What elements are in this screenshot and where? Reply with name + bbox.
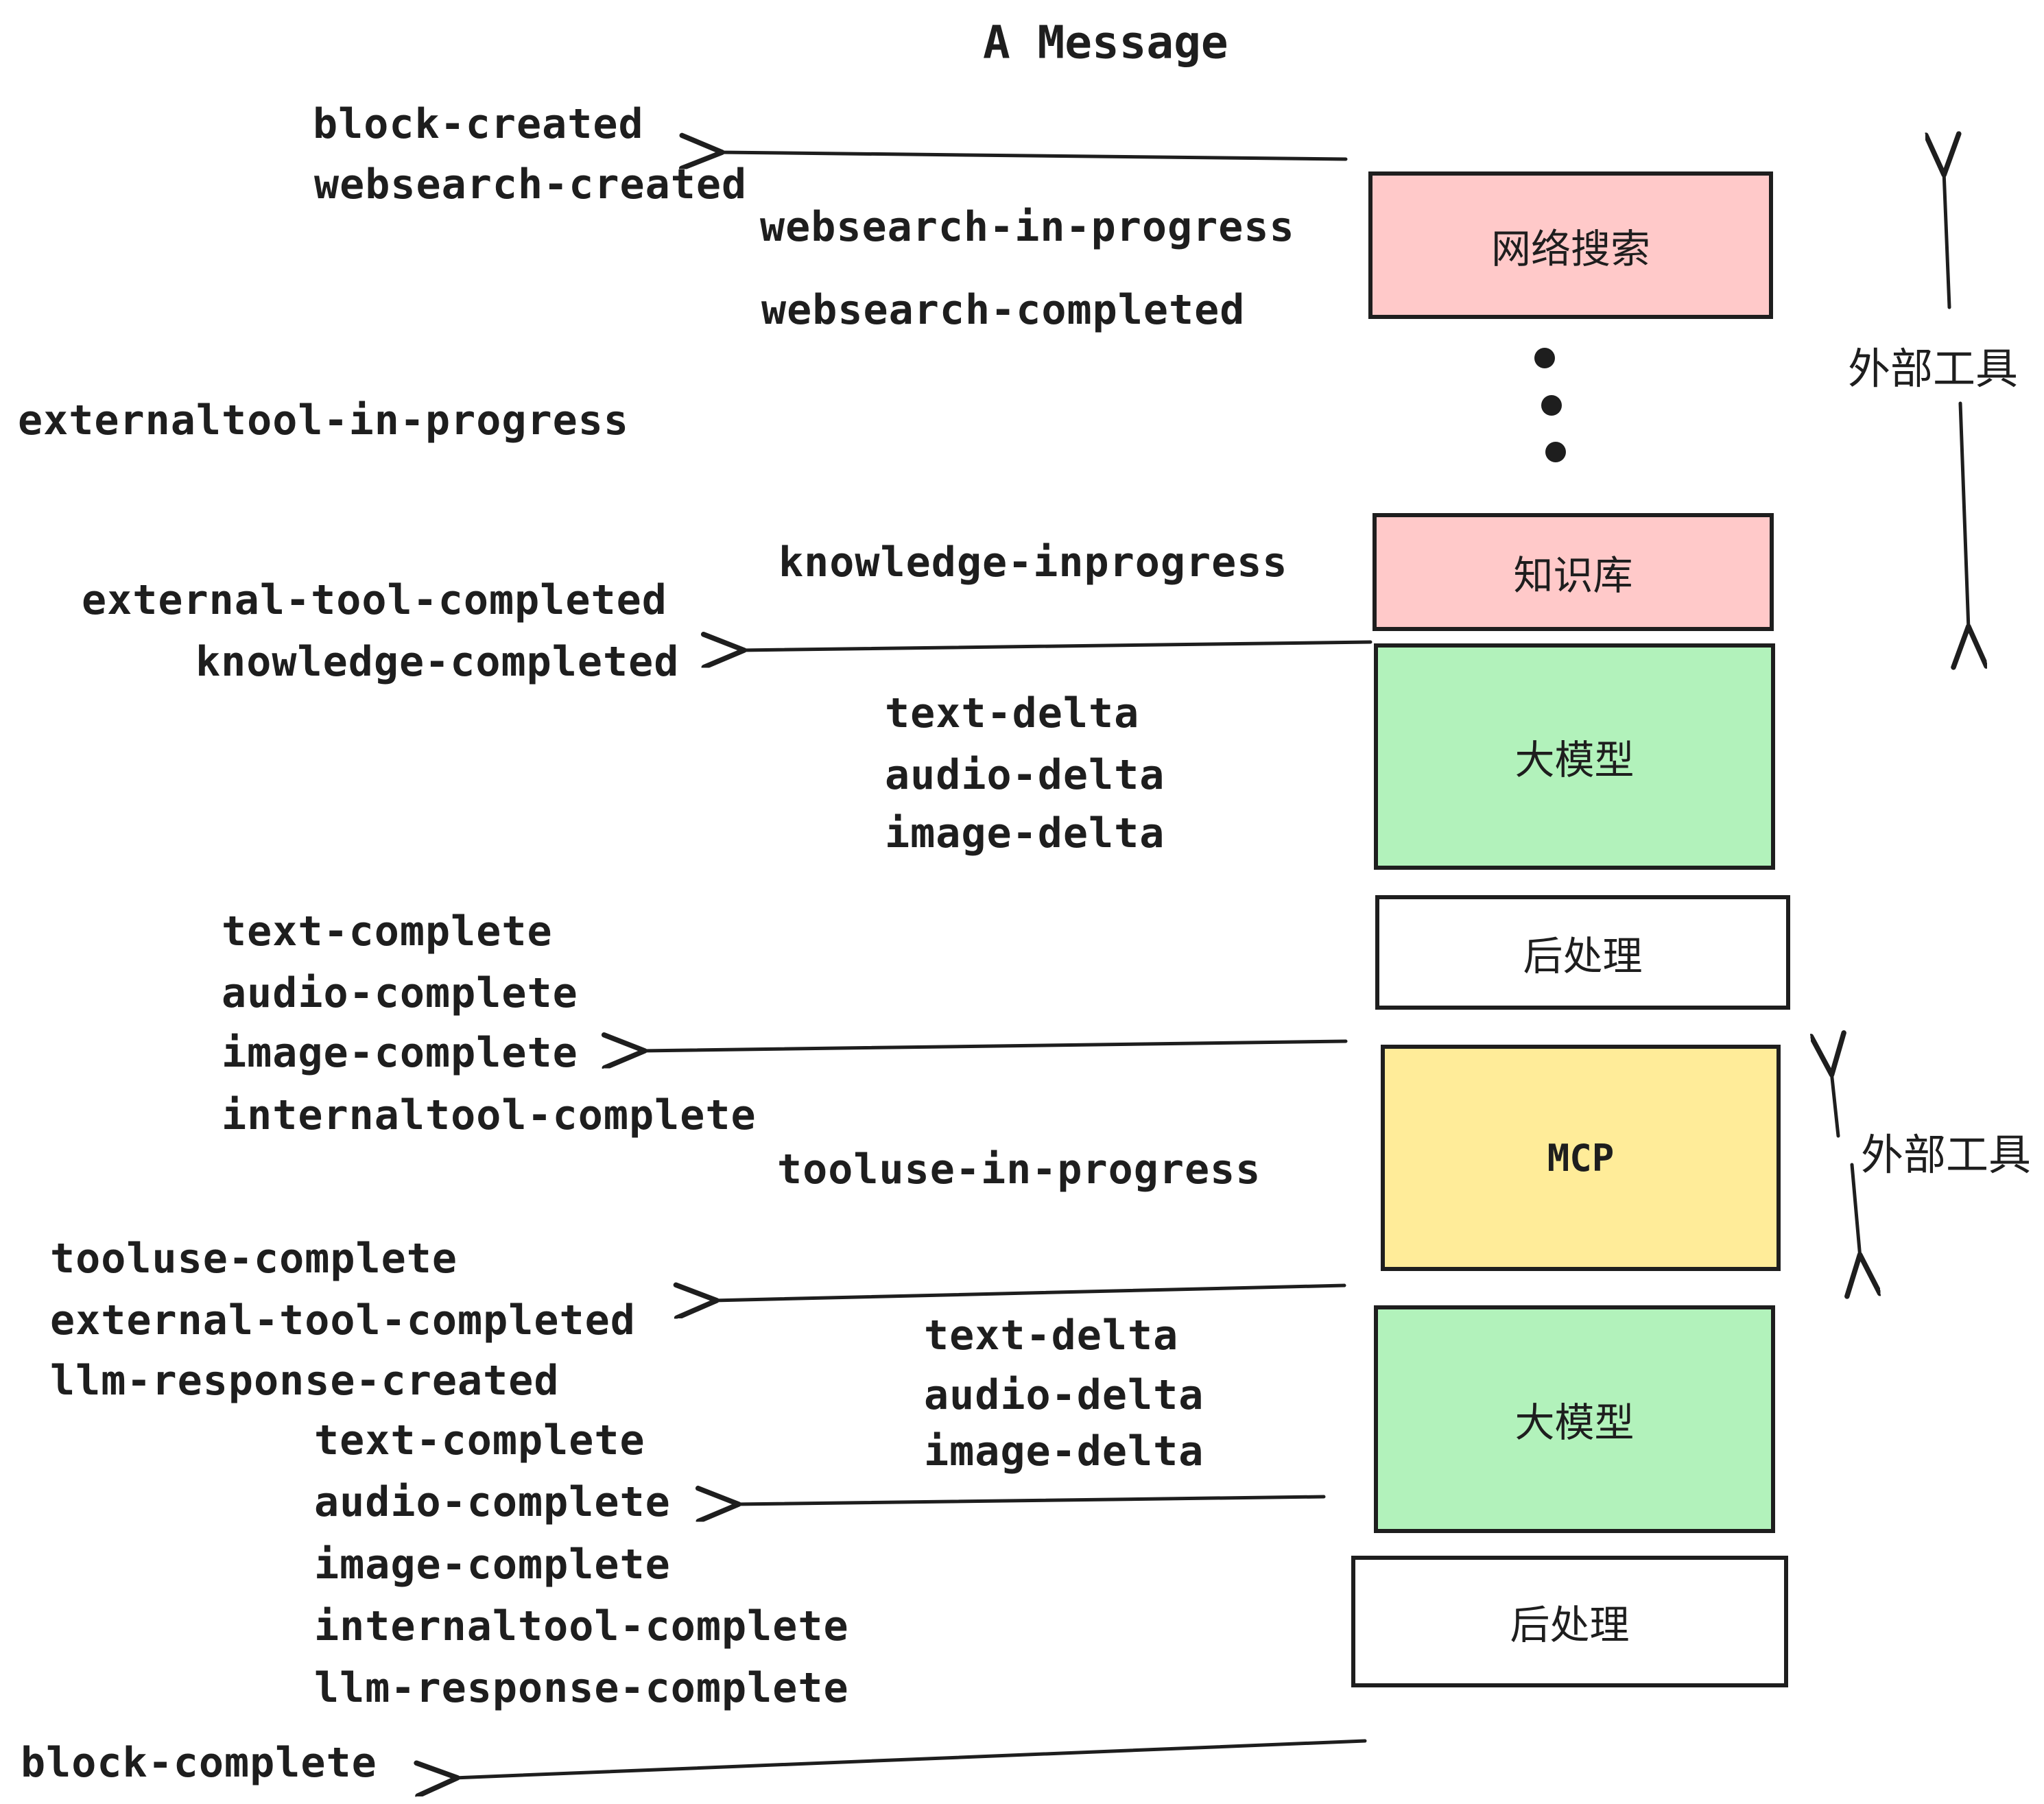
event-label-knowledge-completed: knowledge-completed: [195, 638, 680, 686]
box-websearch: 网络搜索: [1368, 171, 1773, 319]
arrow-external-tools-1-down: [1960, 401, 1969, 630]
box-llm-2: 大模型: [1374, 1305, 1775, 1533]
ellipsis-dots: [1534, 348, 1566, 462]
box-postprocess-2: 后处理: [1351, 1556, 1788, 1687]
event-label-tooluse-in-progress: tooluse-in-progress: [777, 1146, 1261, 1194]
arrow-external-tools-2-down: [1852, 1163, 1860, 1258]
event-label-image-complete-2: image-complete: [314, 1541, 671, 1589]
box-llm-1: 大模型: [1374, 643, 1775, 870]
arrow-llm-to-knowledge-completed: [741, 642, 1372, 650]
box-postprocess-1: 后处理: [1375, 895, 1790, 1010]
side-label-external-tools-2: 外部工具: [1861, 1132, 2032, 1179]
event-label-llm-response-complete: llm-response-complete: [314, 1664, 849, 1712]
arrow-mcp-to-tooluse-complete: [713, 1285, 1346, 1301]
event-label-audio-delta-2: audio-delta: [924, 1371, 1204, 1419]
arrow-llm2-to-audio-complete: [735, 1497, 1326, 1504]
event-label-external-tool-completed-2: external-tool-completed: [50, 1296, 636, 1344]
arrow-postprocess2-to-block-complete: [454, 1739, 1367, 1778]
event-label-audio-complete-1: audio-complete: [222, 969, 578, 1017]
event-label-audio-delta-1: audio-delta: [885, 751, 1165, 799]
event-label-text-complete-1: text-complete: [222, 907, 553, 956]
event-label-image-complete-1: image-complete: [222, 1029, 578, 1077]
event-label-internaltool-complete-2: internaltool-complete: [314, 1602, 849, 1650]
event-label-tooluse-complete: tooluse-complete: [50, 1235, 457, 1283]
event-label-text-delta-2: text-delta: [924, 1312, 1179, 1360]
event-label-block-created: block-created: [313, 100, 644, 148]
event-label-image-delta-2: image-delta: [924, 1427, 1204, 1475]
event-label-external-tool-completed: external-tool-completed: [82, 576, 667, 624]
event-label-internaltool-complete-1: internaltool-complete: [222, 1091, 757, 1139]
event-label-text-delta-1: text-delta: [885, 689, 1140, 737]
event-label-externaltool-in-progress: externaltool-in-progress: [18, 396, 629, 444]
box-knowledge: 知识库: [1372, 513, 1774, 631]
diagram-title: A Message: [983, 16, 1228, 69]
arrow-external-tools-2-up: [1831, 1071, 1838, 1138]
side-label-external-tools-1: 外部工具: [1848, 346, 2019, 393]
arrow-external-tools-1-up: [1944, 171, 1949, 309]
event-label-websearch-completed: websearch-completed: [761, 286, 1246, 334]
box-mcp: MCP: [1381, 1045, 1781, 1271]
event-label-text-complete-2: text-complete: [314, 1416, 645, 1464]
event-label-audio-complete-2: audio-complete: [314, 1478, 671, 1526]
event-label-websearch-created: websearch-created: [314, 161, 748, 209]
arrow-websearch-to-created: [719, 152, 1348, 159]
event-label-image-delta-1: image-delta: [885, 809, 1165, 857]
event-label-block-complete: block-complete: [21, 1739, 377, 1787]
arrow-postprocess-to-image-complete: [641, 1041, 1348, 1051]
event-label-llm-response-created: llm-response-created: [50, 1357, 560, 1405]
event-label-knowledge-inprogress: knowledge-inprogress: [779, 538, 1288, 586]
event-label-websearch-in-progress: websearch-in-progress: [760, 203, 1295, 251]
